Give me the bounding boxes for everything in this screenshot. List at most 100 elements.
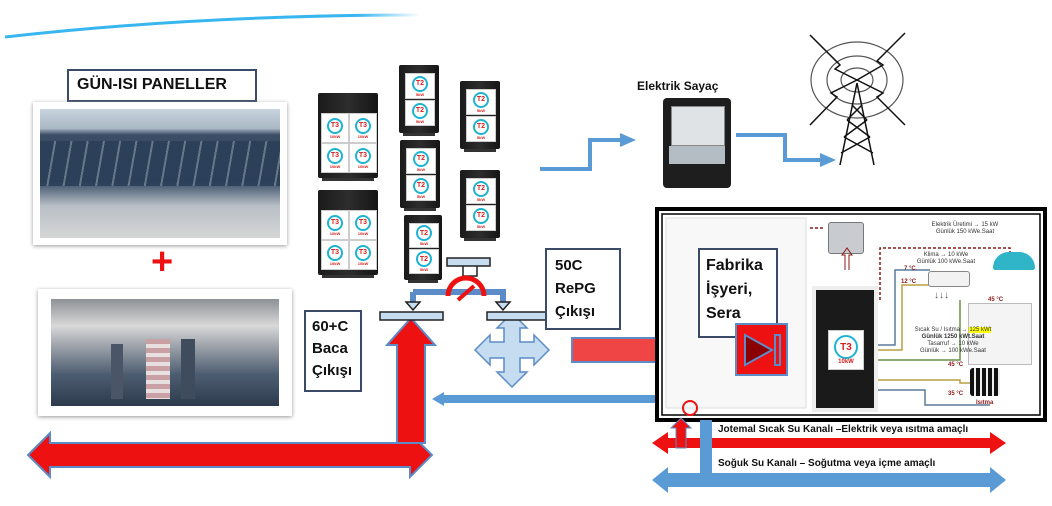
kw-label: 5kW bbox=[415, 91, 425, 97]
solar-panels-title-text: GÜN-ISI PANELLER bbox=[77, 76, 227, 93]
kw-label: 5kW bbox=[415, 118, 425, 124]
t2-icon: T2 bbox=[413, 150, 429, 167]
t2-icon: T2 bbox=[412, 75, 428, 92]
kw-label: 5kW bbox=[476, 223, 486, 229]
elec-line: Günlük 150 kWe.Saat bbox=[935, 229, 995, 235]
kw-label: 5kW bbox=[419, 241, 429, 246]
cold-channel-arrow bbox=[652, 467, 1006, 493]
t2-icon: T2 bbox=[473, 91, 489, 108]
klima-line: Klima → 10 kWe bbox=[923, 252, 969, 258]
temp-7: 7 °C bbox=[904, 266, 916, 272]
t2-icon: T2 bbox=[473, 207, 489, 224]
arrow-to-tower bbox=[736, 133, 820, 162]
radiator-icon bbox=[970, 368, 1000, 396]
kw-label: 10kW bbox=[357, 230, 369, 236]
temp-45-top: 45 °C bbox=[988, 297, 1004, 303]
kw-label: 5kW bbox=[419, 267, 429, 272]
hot-value-highlight: 125 kWt bbox=[969, 327, 992, 333]
shower-icon bbox=[968, 303, 1032, 365]
t3-icon: T3 bbox=[327, 244, 343, 261]
t2-icon: T2 bbox=[412, 102, 428, 119]
label-baca-line: Baca bbox=[312, 340, 348, 357]
hot-water-text: Sıcak Su / Isıtma → 125 kWt Günlük 1250 … bbox=[903, 327, 1003, 355]
hot-line-4: Günlük → 100 kWe.Saat bbox=[920, 348, 986, 354]
arrow-to-meter bbox=[540, 138, 620, 171]
cold-channel-label: Soğuk Su Kanalı – Soğutma veya içme amaç… bbox=[718, 458, 936, 469]
label-baca-line: Çıkışı bbox=[312, 362, 353, 379]
electric-meter-icon bbox=[663, 98, 731, 188]
t2-icon: T2 bbox=[416, 225, 432, 241]
hot-channel-riser bbox=[669, 417, 693, 449]
hot-up-arrow bbox=[384, 316, 438, 444]
play-end-icon bbox=[735, 323, 788, 376]
label-baca-cikisi: 60+C Baca Çıkışı bbox=[304, 310, 362, 392]
kw-label: 10kW bbox=[329, 163, 341, 169]
label-fabrika-line: Sera bbox=[706, 305, 741, 322]
label-repg-line: Çıkışı bbox=[555, 303, 596, 320]
elec-line: Elektrik Üretimi → 15 kW bbox=[931, 222, 999, 228]
kw-label: 10kW bbox=[838, 359, 854, 365]
temp-45: 45 °C bbox=[948, 362, 964, 368]
t2-icon: T2 bbox=[473, 118, 489, 135]
kw-label: 5kW bbox=[476, 107, 486, 113]
t3-icon: T3 bbox=[355, 147, 371, 164]
cold-return-arrow bbox=[432, 392, 690, 406]
kw-label: 5kW bbox=[416, 193, 426, 199]
label-baca-line: 60+C bbox=[312, 318, 349, 335]
hot-line-3: Tasarruf → 10 kWe bbox=[927, 341, 979, 347]
t2-icon: T2 bbox=[473, 180, 489, 197]
t2-icon: T2 bbox=[416, 251, 432, 267]
kw-label: 10kW bbox=[329, 133, 341, 139]
kw-label: 5kW bbox=[416, 166, 426, 172]
t2-icon: T2 bbox=[413, 177, 429, 194]
elec-output-text: Elektrik Üretimi → 15 kW Günlük 150 kWe.… bbox=[910, 222, 1020, 236]
factory-smokestacks-image bbox=[38, 289, 292, 416]
meter-label: Elektrik Sayaç bbox=[637, 79, 719, 93]
kw-label: 10kW bbox=[329, 230, 341, 236]
hot-line-1-prefix: Sıcak Su / Isıtma → bbox=[914, 327, 968, 333]
t3-icon: T3 bbox=[327, 117, 343, 134]
t3-icon: T3 bbox=[327, 147, 343, 164]
header-curve bbox=[4, 13, 421, 39]
four-way-arrow bbox=[473, 311, 551, 389]
label-repg-cikisi: 50C RePG Çıkışı bbox=[545, 248, 621, 330]
hot-line-2: Günlük 1250 kWt.Saat bbox=[921, 334, 985, 340]
isitma-label: Isıtma bbox=[976, 400, 994, 406]
kw-label: 10kW bbox=[357, 133, 369, 139]
kw-label: 10kW bbox=[357, 163, 369, 169]
label-repg-line: 50C bbox=[555, 257, 583, 274]
cold-channel-drop bbox=[700, 420, 712, 480]
ac-airflow-icon: ↓↓↓ bbox=[934, 290, 949, 301]
solar-panels-title: GÜN-ISI PANELLER bbox=[67, 69, 257, 102]
t3-icon: T3 bbox=[355, 244, 371, 261]
klima-line: Günlük 100 kWe.Saat bbox=[916, 259, 976, 265]
temp-12: 12 °C bbox=[901, 279, 917, 285]
valve-closed-icon bbox=[445, 275, 487, 297]
ceiling-lamp-icon bbox=[993, 252, 1035, 270]
label-fabrika-line: Fabrika bbox=[706, 257, 763, 274]
plus-sign: + bbox=[151, 241, 174, 283]
label-repg-line: RePG bbox=[555, 280, 596, 297]
hot-double-arrow-left bbox=[26, 430, 434, 480]
kw-label: 5kW bbox=[476, 134, 486, 140]
hot-channel-arrow bbox=[652, 432, 1006, 454]
radio-tower-icon bbox=[809, 32, 906, 166]
t3-icon: T3 bbox=[355, 214, 371, 231]
t3-icon: T3 bbox=[834, 335, 858, 359]
solar-panels-image bbox=[33, 102, 287, 245]
kw-label: 10kW bbox=[329, 260, 341, 266]
klima-text: Klima → 10 kWe Günlük 100 kWe.Saat bbox=[906, 252, 986, 266]
temp-35: 35 °C bbox=[948, 391, 964, 397]
t3-icon: T3 bbox=[327, 214, 343, 231]
label-fabrika-line: İşyeri, bbox=[706, 281, 753, 298]
air-conditioner-icon bbox=[928, 271, 970, 287]
kw-label: 10kW bbox=[357, 260, 369, 266]
